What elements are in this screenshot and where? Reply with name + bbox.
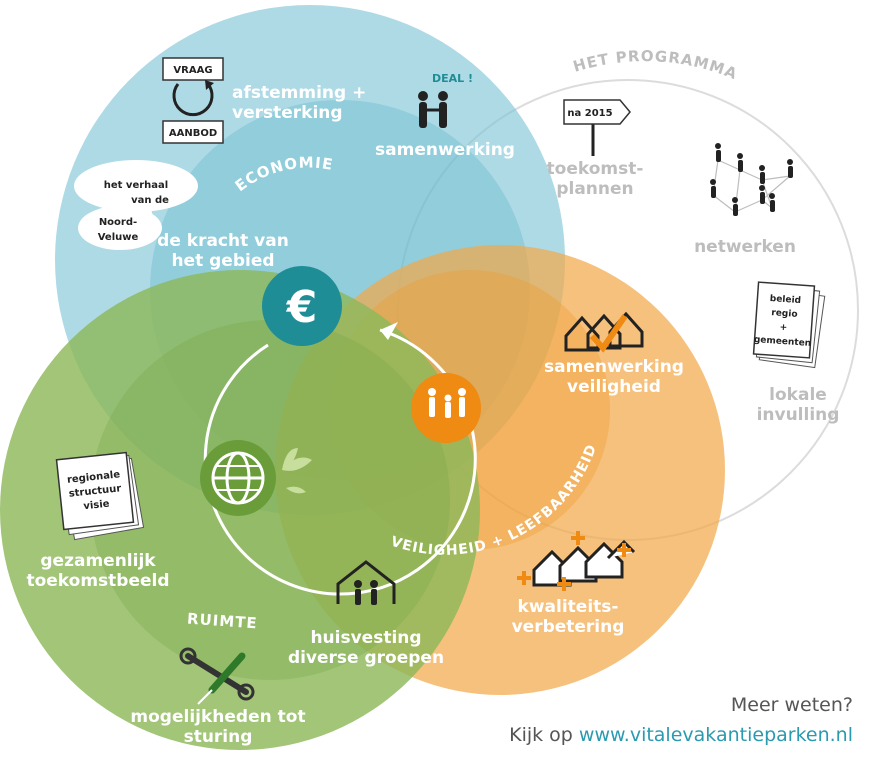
vraag-aanbod-icon: VRAAG AANBOD: [162, 57, 224, 144]
beleid-line-2: regio: [771, 308, 798, 320]
signpost-icon: na 2015: [563, 99, 631, 156]
label-kwaliteit: kwaliteits-verbetering: [512, 597, 625, 637]
website-link[interactable]: www.vitalevakantieparken.nl: [578, 724, 853, 746]
house-people-icon: [336, 560, 396, 605]
footer-line2: Kijk op www.vitalevakantieparken.nl: [509, 720, 853, 750]
theme-programma: HET PROGRAMMA: [571, 47, 739, 83]
euro-icon: [262, 266, 342, 346]
speech-bubble: het verhaal van de Noord- Veluwe: [74, 160, 198, 250]
tools-icon: [179, 647, 255, 705]
checkmark-icon: [589, 314, 628, 353]
beleid-line-3: +: [779, 323, 787, 334]
leaf-icon: [282, 448, 312, 494]
label-samenwerking: samenwerking: [375, 140, 515, 160]
euro-symbol: €: [286, 282, 318, 333]
structuur-line-2: structuur: [68, 483, 122, 499]
footer-line1: Meer weten?: [730, 694, 853, 716]
label-toekomstplannen: toekomst-plannen: [547, 159, 644, 199]
label-afstemming: afstemming +versterking: [232, 83, 366, 123]
label-netwerken: netwerken: [694, 237, 796, 257]
speech-line-3: Noord-: [99, 217, 137, 228]
speech-line-1: het verhaal: [104, 180, 168, 191]
beleid-line-4: gemeenten: [754, 335, 812, 349]
speech-line-2: van de: [131, 195, 169, 206]
structuur-line-3: visie: [83, 499, 110, 513]
svg-text:HET PROGRAMMA: HET PROGRAMMA: [571, 47, 740, 83]
family-icon: [411, 373, 481, 443]
globe-icon: [200, 440, 276, 516]
network-icon: [712, 159, 791, 213]
vraag-label: VRAAG: [173, 65, 212, 76]
theme-ruimte: RUIMTE: [186, 610, 258, 633]
footer: Meer weten? Kijk op www.vitalevakantiepa…: [509, 690, 853, 750]
beleid-line-1: beleid: [769, 294, 801, 306]
ruimte-inner-circle: [90, 320, 450, 680]
houses-plus-icon: [532, 539, 636, 587]
deal-label: DEAL !: [432, 72, 473, 85]
signpost-label: na 2015: [567, 108, 612, 119]
network-people: [710, 143, 793, 216]
handshake-icon: DEAL !: [418, 72, 473, 128]
plus-icons: [517, 531, 631, 591]
footer-prefix: Kijk op: [509, 724, 579, 746]
aanbod-label: AANBOD: [169, 128, 217, 139]
beleid-document-icon: beleid regio + gemeenten: [752, 281, 826, 369]
cycle-arrowhead: [380, 322, 398, 340]
structuurvisie-document-icon: regionale structuur visie: [55, 451, 145, 541]
speech-line-4: Veluwe: [98, 232, 139, 243]
